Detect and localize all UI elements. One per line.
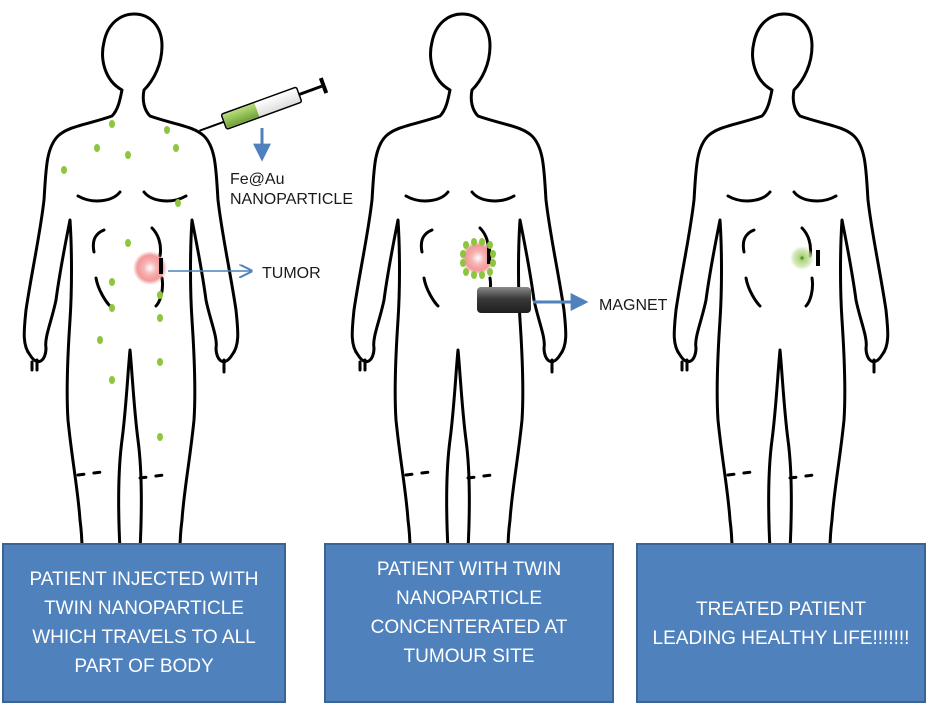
figure-concentrated <box>350 12 589 552</box>
human-body-icon <box>350 12 568 552</box>
caption-injected: PATIENT INJECTED WITH TWIN NANOPARTICLE … <box>2 543 286 703</box>
figure-treated <box>672 12 890 552</box>
tumor-label: TUMOR <box>262 265 321 282</box>
healed-site-icon <box>790 246 814 270</box>
caption-treated: TREATED PATIENT LEADING HEALTHY LIFE!!!!… <box>636 543 926 703</box>
caption-concentrated-text: PATIENT WITH TWIN NANOPARTICLE CONCENTER… <box>370 559 568 667</box>
nanoparticle-dots <box>61 120 181 441</box>
syringe-icon <box>199 77 329 132</box>
nanoparticle-label: Fe@Au NANOPARTICLE <box>230 171 353 208</box>
human-body-icon <box>672 12 890 552</box>
caption-injected-text: PATIENT INJECTED WITH TWIN NANOPARTICLE … <box>29 569 259 677</box>
tumor-icon <box>133 251 167 285</box>
caption-concentrated: PATIENT WITH TWIN NANOPARTICLE CONCENTER… <box>324 543 614 703</box>
magnet-icon <box>477 287 531 313</box>
figure-injected <box>22 12 329 552</box>
caption-treated-text: TREATED PATIENT LEADING HEALTHY LIFE!!!!… <box>652 599 910 649</box>
concentrated-nanoparticles <box>460 238 496 279</box>
tumor-icon <box>461 241 495 275</box>
magnet-label: MAGNET <box>599 297 668 314</box>
human-body-icon <box>22 12 240 552</box>
